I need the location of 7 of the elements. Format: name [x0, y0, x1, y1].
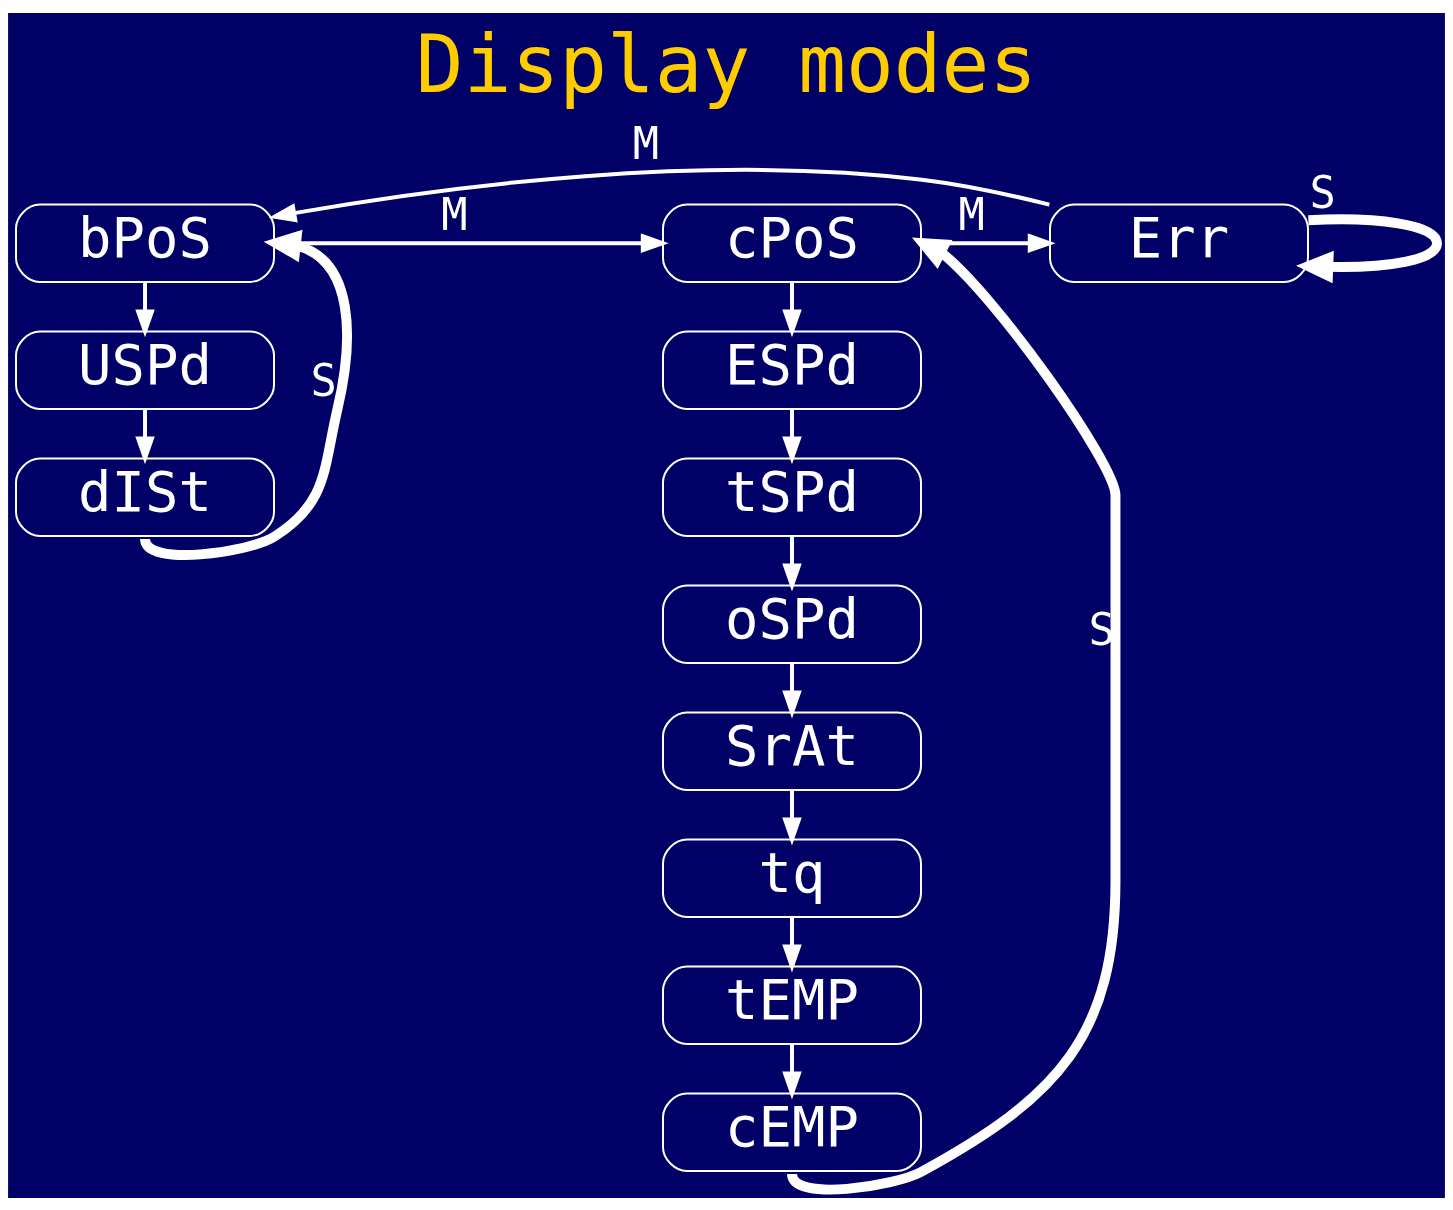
edge-label: M — [958, 188, 985, 240]
edge-label: M — [441, 188, 468, 240]
edge-label: S — [1309, 166, 1336, 218]
diagram-title: Display modes — [415, 17, 1038, 111]
edge-label: S — [1088, 603, 1115, 655]
edge-label: M — [632, 117, 659, 169]
edge-label: S — [310, 354, 337, 406]
